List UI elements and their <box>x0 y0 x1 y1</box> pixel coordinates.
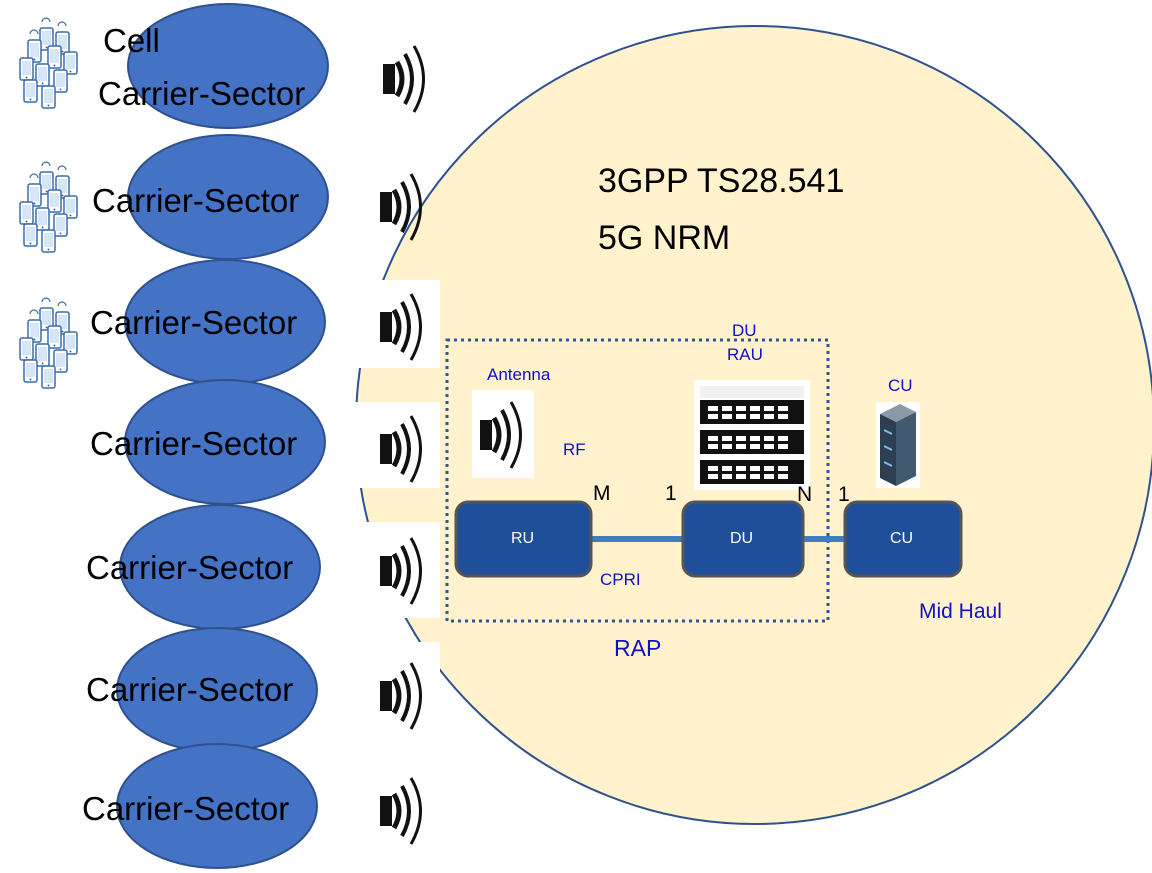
sector-label: Carrier-Sector <box>86 549 294 586</box>
rf-label: RF <box>563 440 586 459</box>
multiplicity-m: M <box>593 482 611 505</box>
sector-label: Carrier-Sector <box>90 304 298 341</box>
rap-label: RAP <box>614 635 662 661</box>
antenna-icon <box>383 46 424 112</box>
sector-band <box>300 522 440 618</box>
cu-box-label: CU <box>890 530 914 547</box>
sector-ellipse <box>124 379 326 505</box>
server-tower-icon <box>876 402 920 488</box>
sector-label: Carrier-Sector <box>86 671 294 708</box>
cu-box <box>843 500 963 578</box>
sector-ellipse <box>127 134 329 260</box>
multiplicity-1: 1 <box>838 483 850 506</box>
sector-ellipse <box>127 3 329 129</box>
rap-boundary <box>445 338 830 623</box>
du-top-label: DU <box>732 321 757 340</box>
sector-label: Carrier-Sector <box>92 182 300 219</box>
sector-label: Carrier-Sector <box>82 790 290 827</box>
multiplicity-1: 1 <box>665 482 677 505</box>
cell-label: Cell <box>103 22 160 59</box>
du-box-label: DU <box>730 530 754 547</box>
server-rack-icon <box>694 380 810 490</box>
multiplicity-n: N <box>797 483 813 506</box>
model-title: 5G NRM <box>598 219 731 257</box>
sector-label: Carrier-Sector <box>98 75 306 112</box>
du-box <box>681 500 805 578</box>
antenna-label: Antenna <box>487 365 551 384</box>
sector-band <box>300 762 440 862</box>
midhaul-label: Mid Haul <box>919 600 1002 623</box>
cpri-label: CPRI <box>600 570 641 589</box>
sector-label: Carrier-Sector <box>90 425 298 462</box>
rau-label: RAU <box>727 345 763 364</box>
cu-top-label: CU <box>888 376 913 395</box>
ru-box <box>454 500 593 578</box>
phone-cluster-icon <box>20 298 77 388</box>
phone-cluster-icon <box>20 18 77 108</box>
sector-band <box>300 642 440 738</box>
phone-cluster-icon <box>20 162 77 252</box>
antenna-icon <box>380 174 421 240</box>
spec-title: 3GPP TS28.541 <box>598 162 845 200</box>
ru-box-label: RU <box>511 530 535 547</box>
sector-ellipse <box>116 743 318 869</box>
